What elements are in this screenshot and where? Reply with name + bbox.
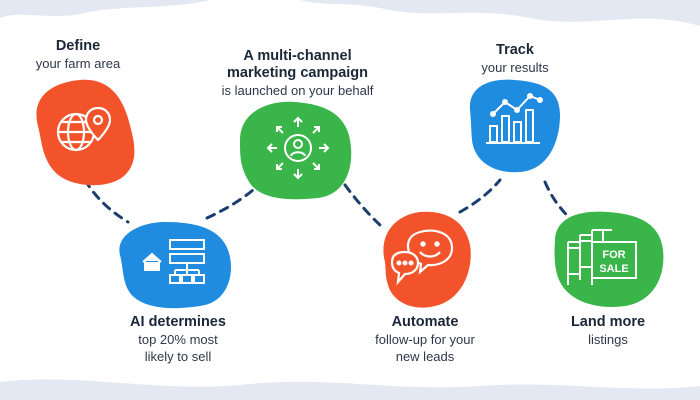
step-description-line-2: new leads xyxy=(395,349,455,364)
chat-bubbles-icon xyxy=(390,229,454,286)
step-define-blob xyxy=(36,79,135,186)
sign-text-sale: SALE xyxy=(599,263,628,275)
step-listings-caption: Land more listings xyxy=(548,314,668,348)
step-title: Define xyxy=(55,38,101,54)
step-listings-blob: FOR SALE xyxy=(554,211,664,307)
step-description: top 20% most xyxy=(138,332,218,347)
for-sale-signs-icon: FOR SALE xyxy=(567,229,637,285)
step-description-line-2: likely to sell xyxy=(144,349,212,364)
connector-2-3 xyxy=(205,188,255,220)
sign-text-for: FOR xyxy=(602,249,625,261)
step-automate-caption: Automate follow-up for your new leads xyxy=(355,314,495,365)
connector-4-5 xyxy=(458,178,502,214)
step-ai-caption: AI determines top 20% most likely to sel… xyxy=(108,314,248,365)
step-title: AI determines xyxy=(130,314,226,330)
step-track-caption: Track your results xyxy=(455,42,575,76)
step-description: follow-up for your xyxy=(375,332,475,347)
house-org-chart-icon xyxy=(142,239,205,284)
bottom-swoosh xyxy=(0,379,700,400)
step-automate-blob xyxy=(383,211,471,308)
globe-pin-icon xyxy=(56,106,112,152)
step-description: your results xyxy=(481,60,549,75)
step-ai-blob xyxy=(119,222,232,309)
step-title-line-2: marketing campaign xyxy=(226,65,368,81)
step-track-blob xyxy=(469,79,560,173)
step-title: A multi-channel xyxy=(243,48,352,64)
step-title: Land more xyxy=(570,314,646,330)
step-campaign-caption: A multi-channel marketing campaign is la… xyxy=(185,48,410,99)
step-description: your farm area xyxy=(35,56,121,71)
step-define-caption: Define your farm area xyxy=(18,38,138,72)
step-description: listings xyxy=(588,332,628,347)
target-arrows-icon xyxy=(266,116,330,180)
bar-chart-icon xyxy=(486,93,543,144)
step-title: Track xyxy=(496,42,534,58)
connector-5-6 xyxy=(543,180,574,222)
connector-1-2 xyxy=(83,178,130,224)
top-swoosh xyxy=(300,0,700,26)
step-campaign-blob xyxy=(240,101,352,200)
top-left-swoosh xyxy=(0,0,210,18)
step-title: Automate xyxy=(391,314,459,330)
connector-3-4 xyxy=(343,183,382,227)
step-description: is launched on your behalf xyxy=(221,83,374,98)
